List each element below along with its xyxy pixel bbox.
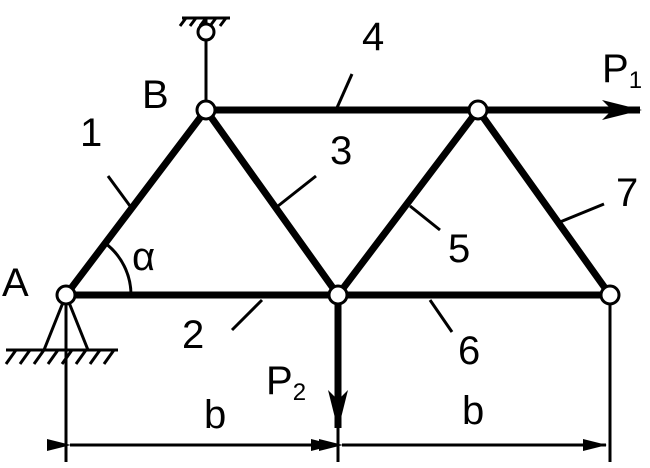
top-support	[178, 16, 230, 110]
node-label-a: A	[2, 261, 29, 305]
joint-a	[55, 284, 77, 306]
angle-alpha-arc	[104, 241, 133, 296]
leader-4	[334, 73, 354, 111]
pin-support-a	[4, 290, 118, 365]
top-support-hinge	[196, 22, 216, 42]
member-5	[334, 106, 482, 299]
member-label-5: 5	[448, 227, 470, 271]
joint-top-right	[467, 99, 489, 121]
leader-1	[106, 175, 132, 207]
joint-bottom-mid	[327, 284, 349, 306]
member-3	[202, 106, 342, 299]
leader-7	[559, 202, 605, 224]
member-label-6: 6	[458, 329, 480, 373]
dim-label-left: b	[204, 393, 226, 437]
member-1	[62, 106, 210, 299]
member-label-4: 4	[362, 15, 384, 59]
leader-6	[428, 299, 454, 333]
angle-label: α	[132, 235, 155, 279]
member-7	[474, 106, 614, 299]
leader-5	[409, 204, 441, 232]
leader-3	[277, 174, 317, 208]
node-label-b: B	[142, 73, 169, 117]
load-label-p2: P2	[266, 359, 306, 406]
member-label-2: 2	[182, 313, 204, 357]
member-label-7: 7	[616, 171, 638, 215]
joint-bottom-right	[599, 284, 621, 306]
load-label-p1: P1	[602, 47, 642, 94]
joint-b	[195, 99, 217, 121]
leader-2	[230, 298, 264, 332]
dim-label-right: b	[462, 389, 484, 433]
member-label-1: 1	[80, 111, 102, 155]
member-label-3: 3	[330, 129, 352, 173]
